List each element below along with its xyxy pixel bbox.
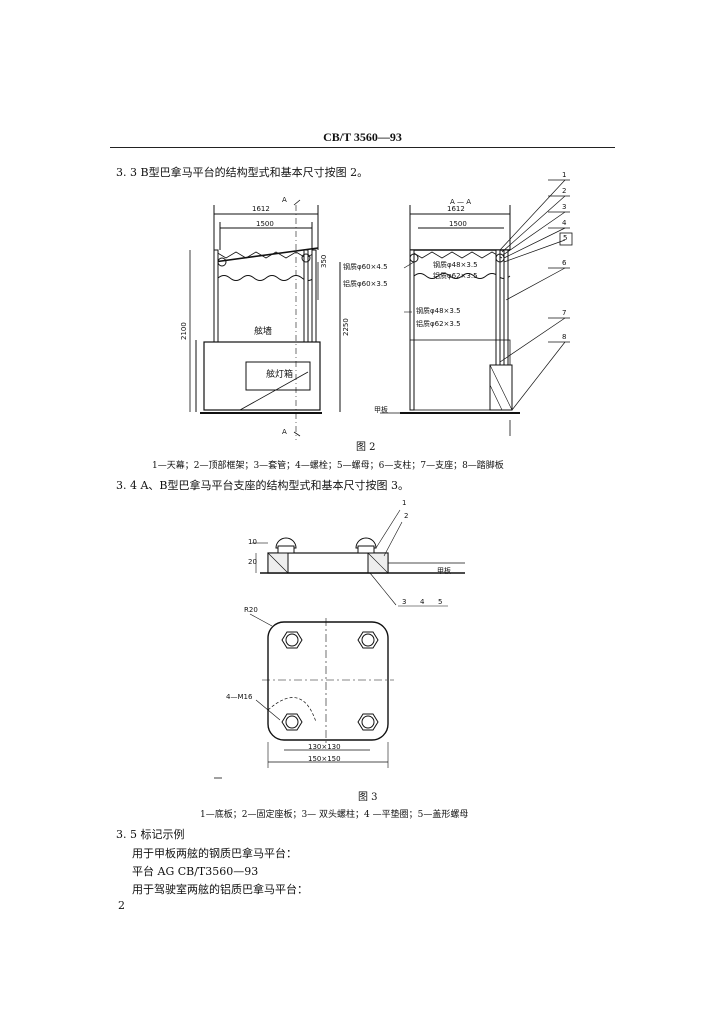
callout-7: 7 [562,309,567,317]
callout-6: 6 [562,259,567,267]
fig3-callout-3: 3 [402,598,407,606]
spec-al-1: 铝质φ60×3.5 [343,280,388,288]
fig3-leader-3 [369,572,397,606]
fig3-callout-4: 4 [420,598,425,606]
figure-3-legend: 1—底板；2—固定座板；3— 双头螺柱；4 —平垫圈；5—盖形螺母 [200,810,469,820]
section-3-5-heading: 3. 5 标记示例 [116,828,185,841]
page-number: 2 [118,899,125,912]
dim-1500-right-label: 1500 [449,220,467,228]
figure-3-caption: 图 3 [358,792,378,803]
dim-1612-right-label: 1612 [447,205,465,213]
bolt-left-2 [301,253,311,263]
bolt-left-1 [217,257,227,267]
deck-label-right: 甲板 [374,406,388,414]
light-box-rect [245,361,311,391]
fig3-thread-label: 4—M16 [226,693,253,701]
light-box-label: 舷灯箱 [266,370,294,380]
fig3-plan-plate [267,621,389,741]
light-box-brace [239,371,309,411]
callout-5: 5 [563,234,568,242]
fig3-dim-150-label: 150×150 [308,755,341,763]
section-3-4-text: 3. 4 A、B型巴拿马平台支座的结构型式和基本尺寸按图 3。 [116,479,410,492]
section-3-3-text: 3. 3 B型巴拿马平台的结构型式和基本尺寸按图 2。 [116,166,369,179]
spec-steel-2: 钢质φ48×3.5 [433,261,478,269]
callout-leader-6 [505,267,566,301]
dim-1612-left-label: 1612 [252,205,270,213]
callout-leader-8 [511,341,566,411]
dim-1500-left-label: 1500 [256,220,274,228]
fig3-nut-br [357,713,379,731]
canopy-zigzag-top-left [215,251,317,259]
bulwark-label: 舷墙 [254,327,273,337]
section-arrow-top [293,199,301,206]
callout-leader-1 [499,179,566,251]
fig3-dim-130-label: 130×130 [308,743,341,751]
callout-box-5 [559,232,573,246]
fig3-dim-10: 10 [248,538,257,546]
document-header: CB/T 3560—93 [323,130,402,144]
fig3-nut-bl [281,713,303,731]
fig3-callout-2: 2 [404,512,409,520]
section-mark-bottom: A [282,428,287,436]
canopy-slope-left [213,247,319,263]
section-mark-top: A [282,196,287,204]
section-aa-label: A — A [450,198,472,206]
fig3-leader-1 [375,509,401,549]
figure-2-legend: 1—天幕；2—顶部框架；3—套管；4—螺栓；5—螺母；6—支柱；7—支座；8—踏… [152,461,504,471]
canopy-fringe-left [217,275,315,281]
callout-leader-7 [499,317,566,363]
spec-al-2: 铝质φ62×3.5 [433,272,478,280]
fig3-callout-5: 5 [438,598,443,606]
callout-leader-5 [503,239,566,263]
step-board-hatch-2 [489,384,503,411]
spec-steel-1: 钢质φ60×4.5 [343,263,388,271]
fig3-deck-label: 甲板 [437,567,451,575]
canopy-zigzag-top-right [411,251,503,259]
callout-leader-2 [501,195,566,253]
fig3-callout-1: 1 [402,499,407,507]
fig3-leader-2 [383,521,403,557]
fig3-nut-tl [281,631,303,649]
callout-1: 1 [562,171,567,179]
figure-2-caption: 图 2 [356,442,376,453]
spec-al-3: 铝质φ62×3.5 [416,320,461,328]
header-rule [110,147,615,148]
callout-leader-4 [503,227,566,259]
callout-8: 8 [562,333,567,341]
spec-steel-3: 钢质φ48×3.5 [416,307,461,315]
canopy-fringe-right [413,273,511,279]
callout-2: 2 [562,187,567,195]
callout-3: 3 [562,203,567,211]
fig3-dim-20: 20 [248,558,257,566]
callout-leader-3 [502,211,566,256]
fig3-radius-label: R20 [244,606,258,614]
example-line-3: 用于驾驶室两舷的铝质巴拿马平台： [132,883,308,896]
step-board-hatch-1 [489,364,513,411]
example-line-2: 平台 AG CB/T3560—93 [132,865,259,878]
fig3-nut-tr [357,631,379,649]
callout-4: 4 [562,219,567,227]
example-line-1: 用于甲板两舷的钢质巴拿马平台： [132,847,297,860]
section-arrow-bottom [293,431,301,437]
